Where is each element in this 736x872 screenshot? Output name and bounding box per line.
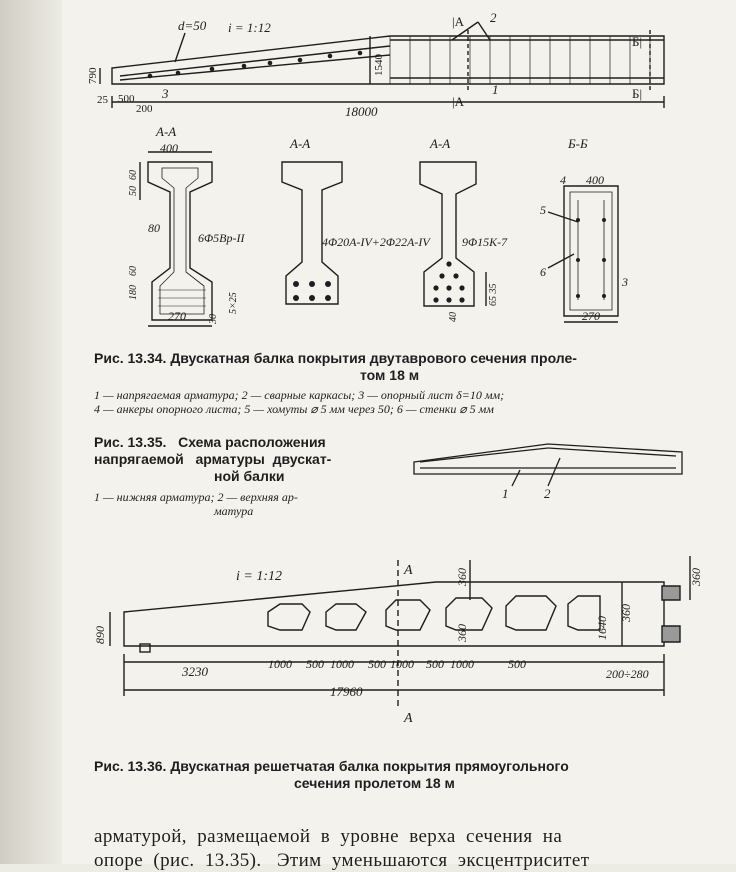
fig-13-36-number: Рис. 13.36. [94, 758, 167, 774]
fig-13-34-caption-line-1: Рис. 13.34. Двускатная балка покрытия дв… [94, 350, 694, 366]
figure-13-36-drawing: i = 1:12 A A 890 360 360 360 360 1640 32… [93, 556, 703, 726]
label-rebar-2: 4Φ20A-IV+2Φ22A-IV [322, 235, 431, 249]
fig-13-36-h-360d: 360 [619, 604, 633, 623]
fig-13-36-d-200-280: 200÷280 [606, 667, 649, 681]
fig-13-36-h-890: 890 [93, 626, 107, 644]
figure-13-35-drawing: 1 2 [413, 443, 683, 501]
fig-13-35-caption-3: ной балки [214, 468, 285, 484]
page-gutter [0, 0, 62, 864]
label-m6: 6 [540, 265, 546, 279]
label-cut-b2: Б| [632, 86, 642, 101]
section-3-outline [419, 161, 477, 307]
fig-13-34-number: Рис. 13.34. [94, 350, 167, 366]
fig-13-36-d-500d: 500 [508, 657, 526, 671]
label-w-400: 400 [160, 141, 178, 155]
label-w-400b: 400 [586, 173, 604, 187]
label-cut-b1: Б| [632, 34, 642, 49]
label-mark-1: 1 [492, 82, 499, 97]
fig-13-36-h-360b: 360 [455, 624, 469, 643]
book-page [62, 0, 736, 864]
label-d-65: 65 35 [488, 284, 499, 307]
fig-13-36-title-2: сечения пролетом 18 м [294, 775, 455, 791]
label-mark-3: 3 [161, 86, 169, 101]
label-d-60b: 60 [128, 266, 139, 276]
fig-13-36-title-1: Двускатная решетчатая балка покрытия пря… [170, 758, 569, 774]
label-cut-a1: |A [452, 14, 465, 29]
body-text-line-2: опоре (рис. 13.35). Этим уменьшаются экс… [94, 850, 590, 871]
label-span: 18000 [345, 104, 378, 119]
label-m3: 3 [621, 275, 628, 289]
fig-13-34-legend-1: 1 — напрягаемая арматура; 2 — сварные ка… [94, 388, 505, 402]
fig-13-36-caption-line-1: Рис. 13.36. Двускатная решетчатая балка … [94, 758, 714, 774]
label-w-270b: 270 [582, 309, 600, 323]
fig-13-36-d-500a: 500 [306, 657, 324, 671]
label-w-270: 270 [168, 309, 186, 323]
label-m4: 4 [560, 173, 566, 187]
label-rebar-3: 9Φ15K-7 [462, 235, 508, 249]
beam-outline-1335 [413, 443, 683, 475]
section-2-outline [281, 161, 343, 305]
fig-13-36-h-1640: 1640 [595, 616, 609, 640]
fig-13-36-d-500b: 500 [368, 657, 386, 671]
label-sec4-title: Б-Б [567, 136, 588, 151]
label-d-5x25: 5×25 [228, 292, 239, 314]
label-h-support: 790 [87, 67, 99, 84]
fig-13-36-d-1000b: 1000 [330, 657, 354, 671]
label-d-60: 60 [128, 170, 139, 180]
label-cut-a2: |A [452, 94, 465, 109]
label-dim-200: 200 [136, 103, 153, 115]
label-d-40: 40 [448, 312, 459, 322]
fig-13-35-legend-2: матура [214, 504, 254, 518]
fig-13-34-legend-2: 4 — анкеры опорного листа; 5 — хомуты ⌀ … [94, 402, 494, 416]
fig-13-35-caption-2: напрягаемой арматуры двускат- [94, 451, 332, 467]
figure-13-34-drawing: d=50 i = 1:12 790 1540 25 500 200 18000 … [87, 10, 665, 327]
fig-13-36-cut-bottom: A [403, 711, 413, 726]
fig-13-36-d-1000c: 1000 [390, 657, 414, 671]
fig-13-36-d-3230: 3230 [181, 664, 209, 679]
label-dim-500: 500 [118, 93, 135, 105]
label-d-30: 30 [208, 314, 219, 325]
fig-13-36-h-360c: 360 [689, 568, 703, 587]
section-1-outline [147, 161, 213, 321]
fig-13-35-mark-1: 1 [502, 486, 509, 501]
label-slope: i = 1:12 [228, 20, 271, 35]
label-m5: 5 [540, 203, 546, 217]
label-sec2-title: А-А [289, 136, 310, 151]
section-4-outline [563, 185, 619, 317]
label-sec3-title: А-А [429, 136, 450, 151]
fig-13-34-title-2: том 18 м [360, 367, 420, 383]
fig-13-35-mark-2: 2 [544, 486, 551, 501]
label-d: d=50 [178, 18, 207, 33]
fig-13-34-title-1: Двускатная балка покрытия двутаврового с… [170, 350, 577, 366]
label-h-mid: 1540 [373, 54, 385, 77]
fig-13-35-caption-1: Рис. 13.35. Схема расположения [94, 434, 326, 450]
label-sec1-title: А-А [155, 124, 176, 139]
fig-13-36-cut-top: A [403, 563, 413, 578]
beam-elevation-outline [111, 35, 665, 85]
label-d-180: 180 [128, 285, 139, 300]
label-mark-2: 2 [490, 10, 497, 25]
lattice-beam-outline [123, 581, 665, 647]
fig-13-35-legend-1: 1 — нижняя арматура; 2 — верхняя ар- [94, 490, 298, 504]
fig-13-36-d-1000a: 1000 [268, 657, 292, 671]
label-d-50: 50 [128, 186, 139, 196]
fig-13-36-span: 17960 [330, 684, 363, 699]
fig-13-36-d-1000d: 1000 [450, 657, 474, 671]
label-dim-25: 25 [97, 94, 109, 106]
label-rebar-1: 6Φ5Bр-II [198, 231, 245, 245]
body-text-line-1: арматурой, размещаемой в уровне верха се… [94, 826, 563, 847]
fig-13-36-d-500c: 500 [426, 657, 444, 671]
fig-13-36-h-360a: 360 [455, 568, 469, 587]
label-d-80: 80 [148, 221, 160, 235]
fig-13-36-slope: i = 1:12 [236, 569, 282, 584]
